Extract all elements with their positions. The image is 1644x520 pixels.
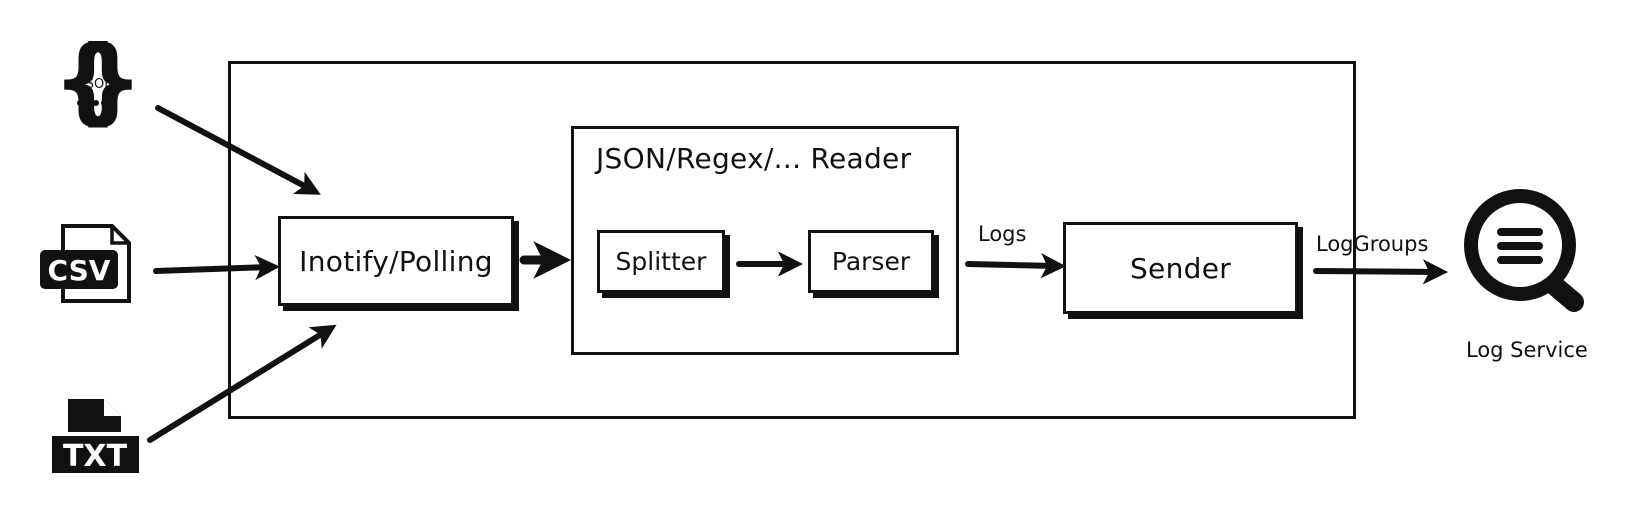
svg-text:}: } <box>77 26 144 135</box>
inotify-polling-label: Inotify/Polling <box>299 244 493 278</box>
parser-label: Parser <box>831 247 911 276</box>
csv-icon-label: CSV <box>48 254 111 287</box>
sender-label: Sender <box>1129 251 1232 285</box>
splitter-box: Splitter <box>597 230 725 293</box>
parser-box: Parser <box>808 230 934 293</box>
txt-icon-label: TXT <box>63 439 128 474</box>
arrow-txt-to-inotify <box>147 324 337 443</box>
arrow-reader-to-sender <box>965 253 1067 279</box>
reader-group-title: JSON/Regex/... Reader <box>596 142 912 175</box>
log-service-label: Log Service <box>1466 338 1588 362</box>
logs-label: Logs <box>978 222 1027 246</box>
logtail-container-box <box>228 61 1356 419</box>
arrow-sender-to-logservice <box>1313 259 1449 285</box>
json-icon-label: JSON <box>81 77 114 92</box>
inotify-polling-box: Inotify/Polling <box>278 216 514 306</box>
reader-group-box <box>571 126 959 355</box>
loggroups-label: LogGroups <box>1316 232 1429 256</box>
arrow-csv-to-inotify <box>153 254 281 281</box>
arrow-json-to-inotify <box>155 105 321 195</box>
txt-file-icon: TXT <box>52 399 139 474</box>
splitter-label: Splitter <box>615 247 707 276</box>
sender-box: Sender <box>1063 222 1298 314</box>
log-service-icon <box>1464 189 1584 312</box>
json-file-icon: { } JSON <box>53 26 144 135</box>
csv-file-icon: CSV <box>40 224 131 303</box>
svg-text:{: { <box>53 26 120 135</box>
